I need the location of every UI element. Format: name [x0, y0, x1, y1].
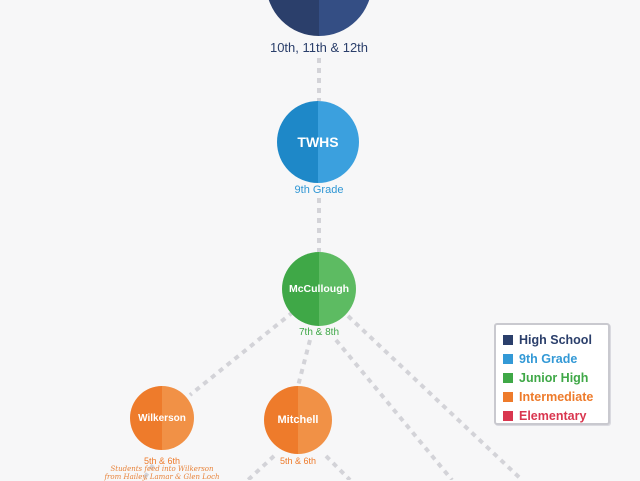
- node-half-right: [298, 386, 332, 454]
- node-twhs[interactable]: TWHS: [277, 101, 359, 183]
- legend-label: Elementary: [519, 409, 587, 424]
- legend-label: High School: [519, 332, 592, 347]
- legend-item-high-school: High School: [503, 330, 608, 349]
- node-half-left: [277, 101, 318, 183]
- grade-label-mitchell: 5th & 6th: [279, 456, 317, 466]
- node-label-twhs: TWHS: [297, 134, 339, 150]
- node-half-left: [130, 386, 162, 450]
- node-half-left: [282, 252, 319, 326]
- legend-label: 9th Grade: [519, 351, 578, 366]
- grade-label-mccullough: 7th & 8th: [298, 327, 340, 338]
- node-half-left: [264, 386, 298, 454]
- node-label-mccullough: McCullough: [288, 283, 350, 295]
- node-high-school[interactable]: [266, 0, 372, 36]
- legend-swatch: [503, 372, 513, 383]
- legend-swatch: [503, 353, 513, 364]
- connector-mccullough-right1: [334, 338, 454, 480]
- node-label-mitchell: Mitchell: [277, 414, 319, 426]
- grade-label-twhs: 9th Grade: [294, 184, 344, 196]
- connector-mccullough-wilkerson: [188, 310, 295, 397]
- legend-label: Intermediate: [519, 390, 594, 405]
- legend-item-9th-grade: 9th Grade: [503, 349, 608, 368]
- connector-mccullough-mitchell: [296, 339, 312, 387]
- node-half-right: [319, 252, 356, 326]
- node-mitchell[interactable]: Mitchell: [264, 386, 332, 454]
- grade-label-high-school: 10th, 11th & 12th: [269, 40, 369, 55]
- legend-item-intermediate: Intermediate: [503, 388, 608, 407]
- node-wilkerson[interactable]: Wilkerson: [130, 386, 194, 450]
- legend-swatch: [503, 334, 513, 345]
- node-mccullough[interactable]: McCullough: [282, 252, 356, 326]
- legend: High School 9th Grade Junior High Interm…: [494, 323, 610, 425]
- legend-item-elementary: Elementary: [503, 407, 608, 426]
- node-half-right: [319, 0, 372, 36]
- node-half-right: [318, 101, 359, 183]
- connector-wilkerson-down: [141, 463, 155, 480]
- wilkerson-note-line2: from Hailey, Lamar & Glen Loch: [104, 473, 220, 481]
- node-half-left: [266, 0, 319, 36]
- legend-swatch: [503, 392, 513, 403]
- wilkerson-note-line1: Students feed into Wilkerson: [110, 465, 214, 473]
- legend-item-junior-high: Junior High: [503, 368, 608, 387]
- grade-label-wilkerson: 5th & 6th: [143, 456, 181, 466]
- legend-swatch: [503, 411, 513, 422]
- node-label-wilkerson: Wilkerson: [138, 412, 186, 424]
- legend-label: Junior High: [519, 370, 589, 385]
- node-half-right: [162, 386, 194, 450]
